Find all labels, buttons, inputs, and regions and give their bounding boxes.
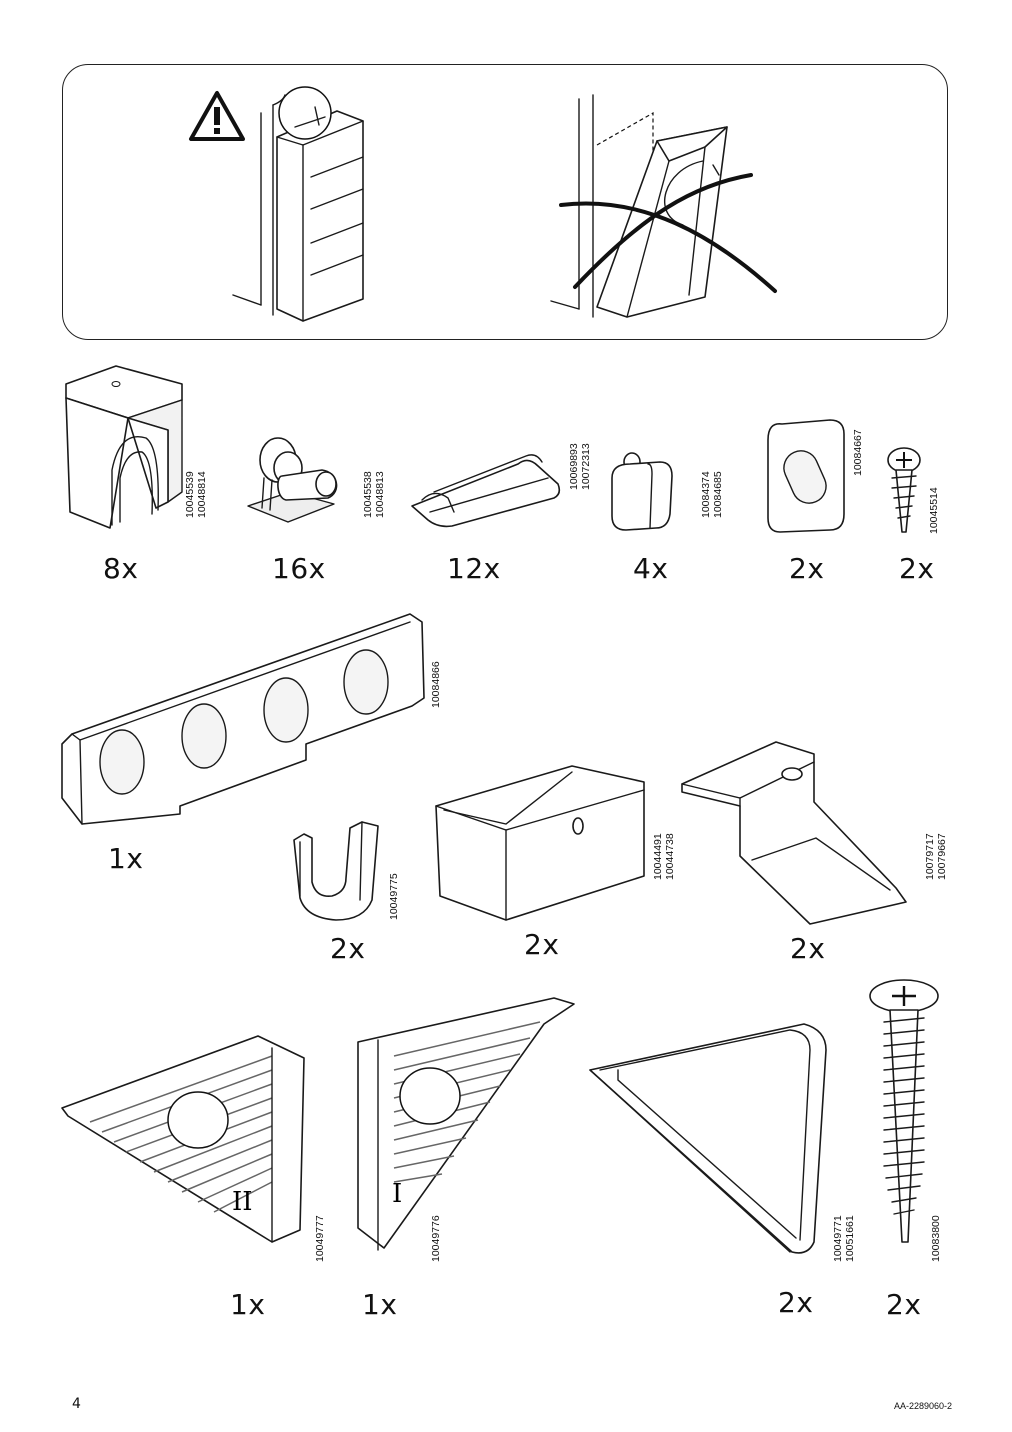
part-p6-qty: 2x xyxy=(899,552,935,585)
part-p8-qty: 2x xyxy=(330,932,366,965)
part-p9-cover-bracket-icon xyxy=(435,765,645,921)
part-p2-cam-lock-icon xyxy=(247,437,338,523)
part-p12-mark: I xyxy=(392,1179,402,1209)
part-p8-u-clip-icon xyxy=(293,821,379,921)
part-p14-long-screw-icon xyxy=(869,979,939,1243)
part-p5-wall-plate-icon xyxy=(767,419,845,533)
part-p5-qty: 2x xyxy=(789,552,825,585)
part-p7-hanging-rail-icon xyxy=(61,613,425,825)
part-p2-qty: 16x xyxy=(272,552,326,585)
part-p10-qty: 2x xyxy=(790,932,826,965)
part-p11-mark: II xyxy=(232,1187,253,1217)
document-reference: AA-2289060-2 xyxy=(894,1401,953,1411)
part-p11-bracket-ii-icon: II xyxy=(61,1035,305,1243)
part-p4-door-stop-icon xyxy=(611,452,673,531)
page-number: 4 xyxy=(72,1396,81,1412)
part-p1-qty: 8x xyxy=(103,552,139,585)
part-p11-qty: 1x xyxy=(230,1288,266,1321)
part-p7-code: 10084866 xyxy=(430,661,442,708)
part-p6-code: 10045514 xyxy=(928,487,940,534)
wall-anchoring-warning-panel xyxy=(62,64,948,340)
part-p7-qty: 1x xyxy=(108,842,144,875)
part-p14-qty: 2x xyxy=(886,1288,922,1321)
part-p12-code: 10049776 xyxy=(430,1215,442,1262)
part-p11-code: 10049777 xyxy=(314,1215,326,1262)
part-p4-qty: 4x xyxy=(633,552,669,585)
part-p8-code: 10049775 xyxy=(388,873,400,920)
part-p3-qty: 12x xyxy=(447,552,501,585)
part-p9-qty: 2x xyxy=(524,928,560,961)
part-p1-shelf-support-icon xyxy=(65,365,183,529)
part-p5-code: 10084667 xyxy=(852,429,864,476)
bookcase-anchored-illustration xyxy=(189,86,777,322)
part-p12-bracket-i-icon: I xyxy=(357,997,575,1251)
part-p13-qty: 2x xyxy=(778,1286,814,1319)
part-p10-z-bracket-icon xyxy=(681,741,907,925)
part-p12-qty: 1x xyxy=(362,1288,398,1321)
part-p14-code: 10083800 xyxy=(930,1215,942,1262)
part-p3-clip-rail-icon xyxy=(411,454,561,528)
warning-triangle-icon xyxy=(189,91,245,141)
part-p13-triangle-bracket-icon xyxy=(589,1023,827,1254)
part-p6-small-screw-icon xyxy=(887,447,921,533)
